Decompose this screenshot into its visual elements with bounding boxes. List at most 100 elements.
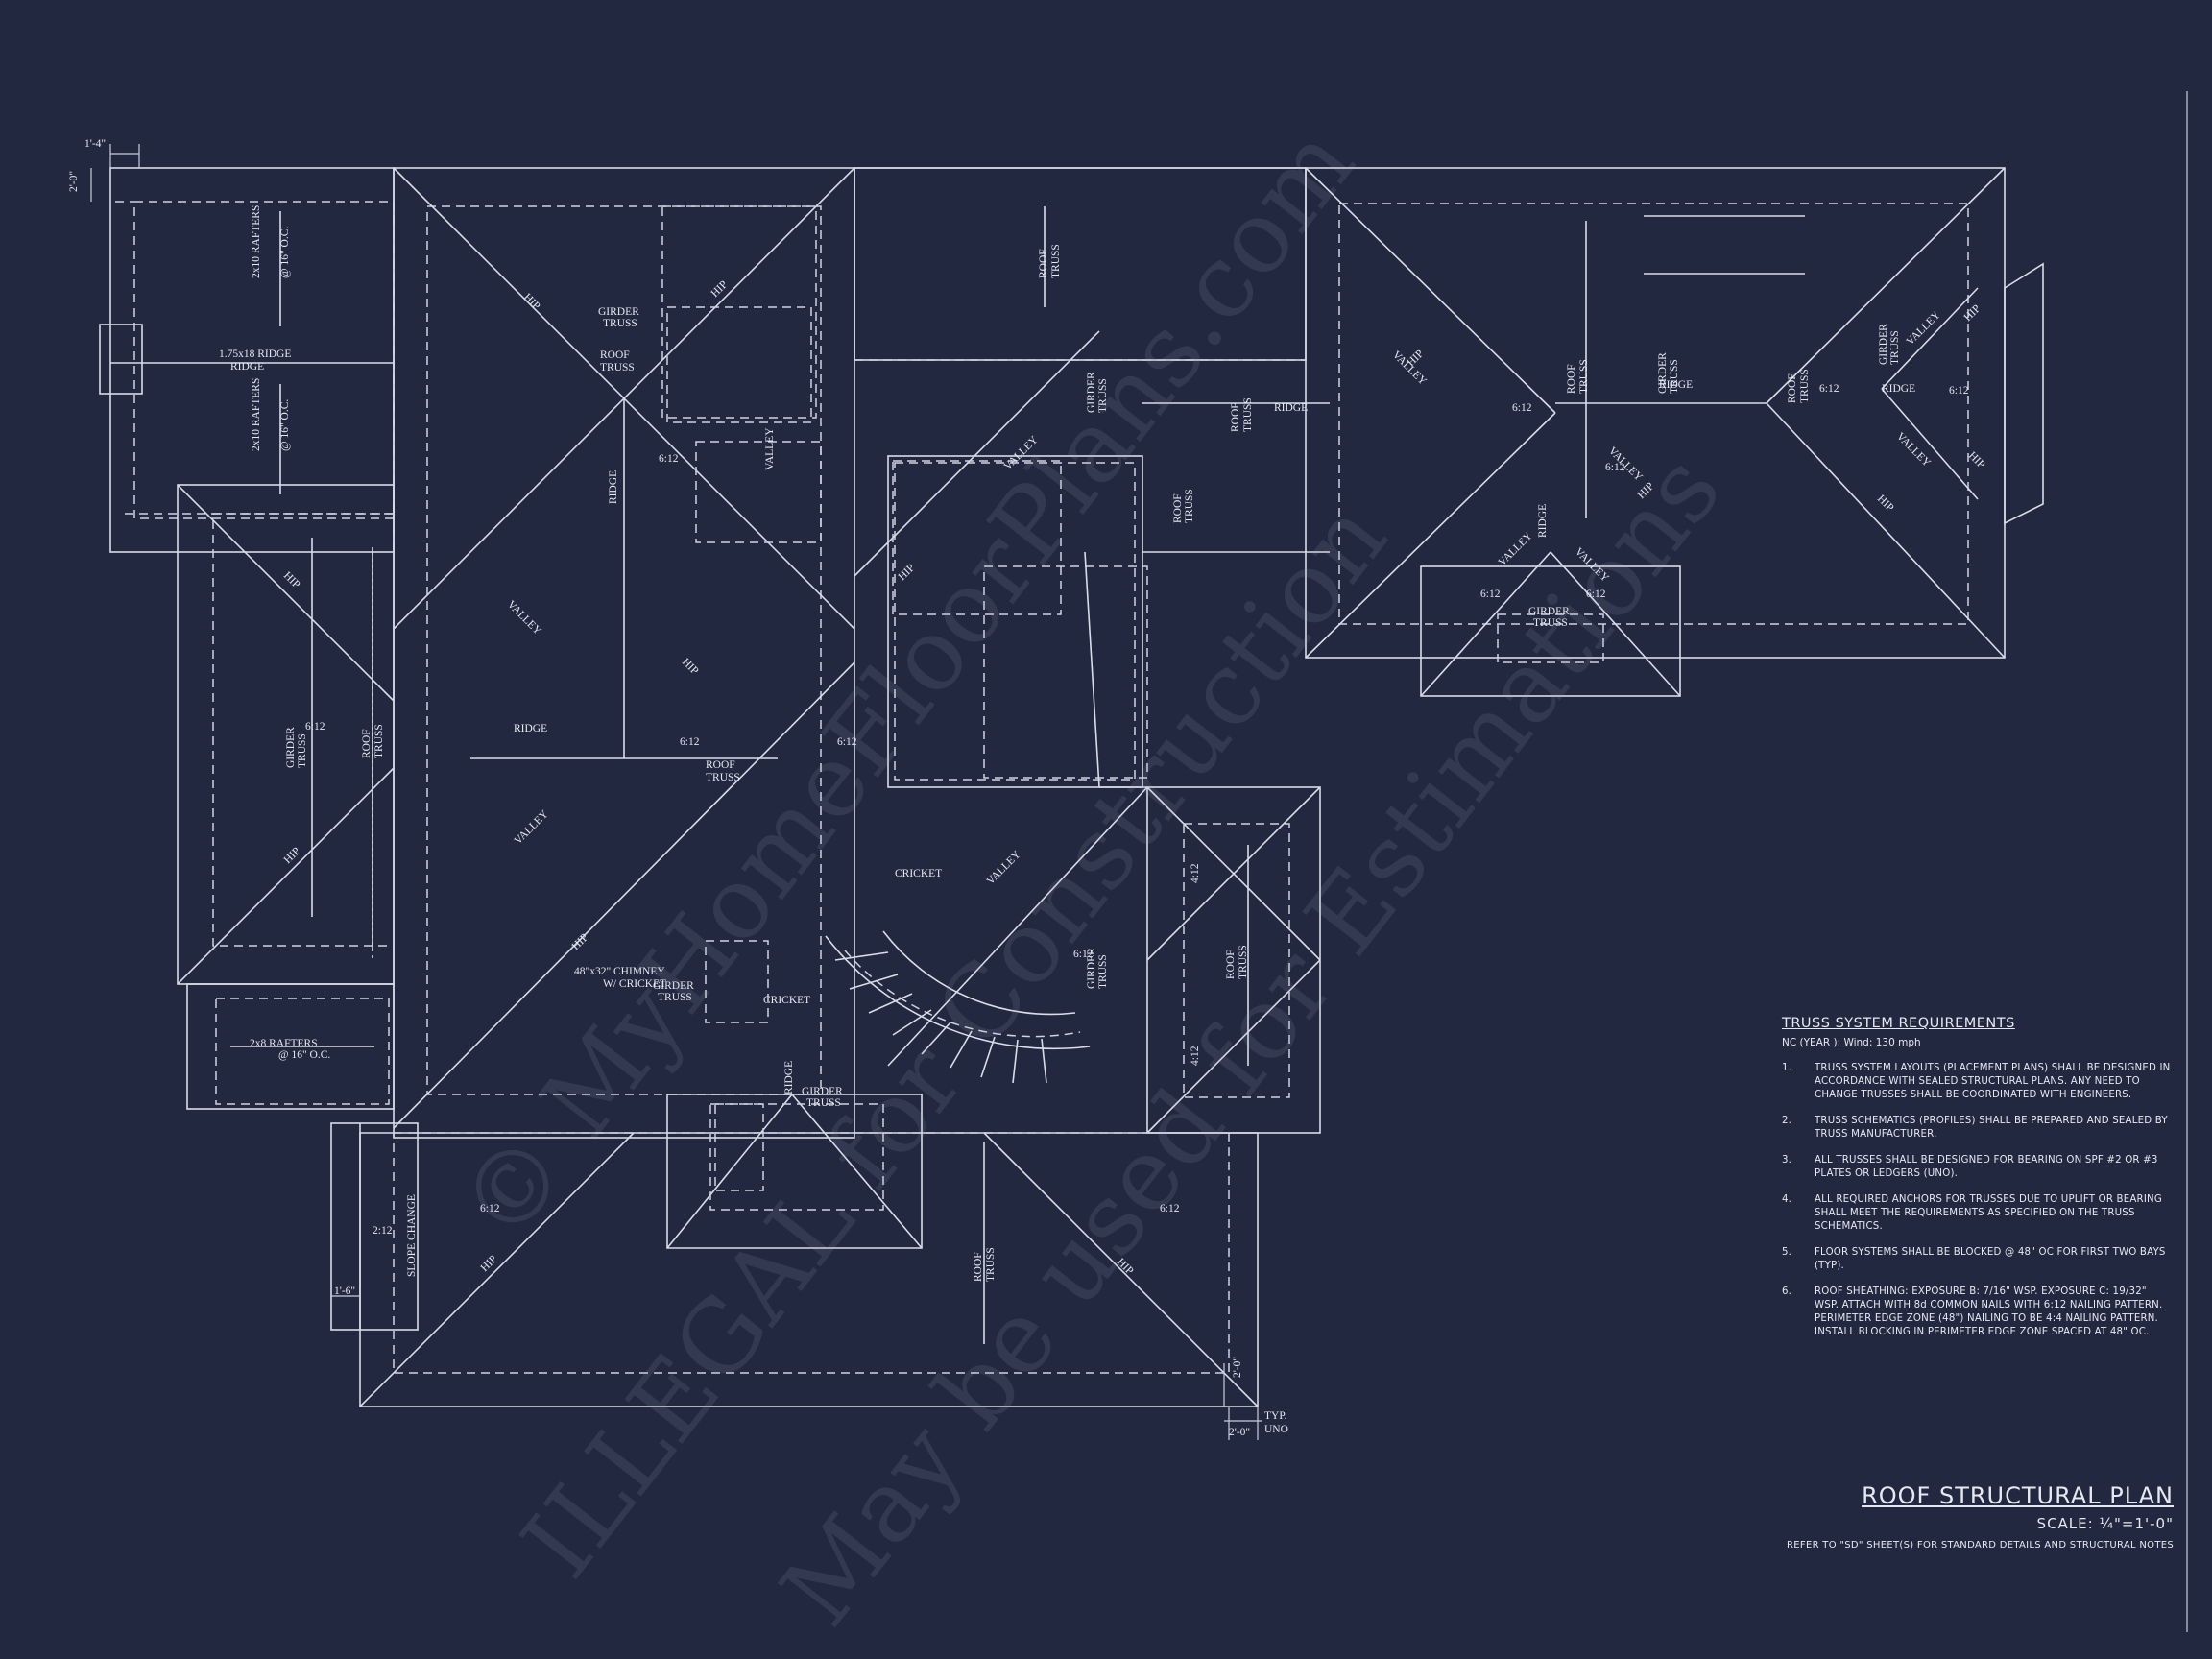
oc-label-1: @ 16" O.C. bbox=[279, 227, 291, 278]
pitch-label-5: 4:12 bbox=[1190, 863, 1201, 883]
girder-label-6a: GIRDER bbox=[802, 1086, 843, 1097]
roof-truss-label-9b: TRUSS bbox=[1578, 359, 1590, 394]
note-text: ROOF SHEATHING: EXPOSURE B: 7/16" WSP. E… bbox=[1815, 1286, 2163, 1337]
dim-label-3: 1'-6" bbox=[334, 1286, 355, 1297]
girder-label-8a: GIRDER bbox=[1528, 606, 1570, 617]
right-wing bbox=[1305, 167, 2044, 697]
pitch-label-7: 6:12 bbox=[1073, 949, 1094, 960]
valley-label-8: VALLEY bbox=[1497, 530, 1535, 568]
pitch-label-4: 6:12 bbox=[305, 721, 325, 733]
notes-subheading: NC (YEAR ): Wind: 130 mph bbox=[1782, 1037, 1921, 1048]
pitch-label-1: 6:12 bbox=[680, 736, 700, 748]
dim-label-top: 1'-4" bbox=[84, 138, 106, 150]
note-item: 5.FLOOR SYSTEMS SHALL BE BLOCKED @ 48" O… bbox=[1782, 1246, 2174, 1273]
roof-truss-label-5a: ROOF bbox=[1230, 402, 1241, 432]
oc-label-3: @ 16" O.C. bbox=[278, 1049, 330, 1061]
valley-label-3: VALLEY bbox=[1002, 434, 1041, 472]
note-item: 6.ROOF SHEATHING: EXPOSURE B: 7/16" WSP.… bbox=[1782, 1286, 2174, 1339]
sheet-reference: REFER TO "SD" SHEET(S) FOR STANDARD DETA… bbox=[1787, 1540, 2174, 1551]
interior-dashes bbox=[115, 201, 1062, 1191]
roof-truss-label-5b: TRUSS bbox=[1242, 397, 1254, 432]
truss-notes: TRUSS SYSTEM REQUIREMENTS NC (YEAR ): Wi… bbox=[1782, 1016, 2174, 1352]
roof-truss-label-6b: TRUSS bbox=[1184, 489, 1195, 523]
girder-label-3a: GIRDER bbox=[1086, 372, 1097, 413]
hip-label-4: HIP bbox=[570, 932, 591, 953]
girder-label-2a: GIRDER bbox=[285, 727, 297, 768]
girder-label-1a: GIRDER bbox=[598, 306, 639, 318]
pitch-label-9: 6:12 bbox=[1160, 1203, 1180, 1214]
hip-label-11: HIP bbox=[1636, 481, 1657, 502]
valley-label-1: VALLEY bbox=[505, 599, 543, 637]
hip-label-7: HIP bbox=[897, 563, 918, 584]
note-text: TRUSS SCHEMATICS (PROFILES) SHALL BE PRE… bbox=[1815, 1116, 2168, 1140]
note-text: ALL REQUIRED ANCHORS FOR TRUSSES DUE TO … bbox=[1815, 1194, 2162, 1232]
note-item: 2. TRUSS SCHEMATICS (PROFILES) SHALL BE P… bbox=[1782, 1115, 2174, 1142]
girder-label-2b: TRUSS bbox=[297, 733, 308, 768]
girder-label-4a: GIRDER bbox=[1086, 948, 1097, 989]
ridge-label-5: RIDGE bbox=[783, 1061, 795, 1094]
girder-label-3b: TRUSS bbox=[1097, 378, 1109, 413]
pitch-label-10: 2:12 bbox=[373, 1225, 393, 1237]
roof-truss-label-7a: ROOF bbox=[1225, 950, 1237, 979]
hip-label-3: HIP bbox=[680, 657, 701, 678]
left-lower-wing bbox=[177, 484, 395, 1110]
note-number: 4. bbox=[1782, 1194, 1792, 1205]
girder-label-5b: TRUSS bbox=[658, 992, 692, 1003]
pitch-label-12: 6:12 bbox=[1819, 383, 1839, 395]
pitch-label-6: 4:12 bbox=[1190, 1046, 1201, 1066]
pitch-label-11: 6:12 bbox=[1512, 402, 1532, 414]
typ-label: TYP. bbox=[1264, 1410, 1286, 1422]
ridge-label-7: RIDGE bbox=[1537, 504, 1549, 538]
cricket-label-1: CRICKET bbox=[895, 868, 942, 879]
hip-label-2: HIP bbox=[709, 279, 731, 301]
note-item: 4. ALL REQUIRED ANCHORS FOR TRUSSES DUE T… bbox=[1782, 1193, 2174, 1234]
note-number: 1. bbox=[1782, 1063, 1792, 1073]
girder-label-9b: TRUSS bbox=[1889, 330, 1901, 365]
valley-label-10: VALLEY bbox=[1905, 309, 1943, 348]
title-block: ROOF STRUCTURAL PLAN SCALE: ¼"=1'-0" REF… bbox=[1787, 1482, 2174, 1551]
roof-truss-label-1b: TRUSS bbox=[600, 362, 635, 373]
sheet-scale: SCALE: ¼"=1'-0" bbox=[2036, 1515, 2174, 1532]
note-number: 3. bbox=[1782, 1155, 1792, 1166]
roof-truss-label-1a: ROOF bbox=[600, 349, 630, 361]
hip-label-12: HIP bbox=[1962, 303, 1984, 325]
ridge-label-3: RIDGE bbox=[1274, 402, 1308, 414]
valley-label-9: VALLEY bbox=[1573, 546, 1611, 585]
left-top-wing bbox=[99, 167, 395, 553]
girder-label-1b: TRUSS bbox=[603, 318, 637, 329]
rafters-label-2: 2x10 RAFTERS bbox=[251, 378, 262, 451]
dim-label-5: 2'-0" bbox=[1229, 1427, 1250, 1438]
ridge-label-8: RIDGE bbox=[1882, 383, 1915, 395]
chimney-label-b: W/ CRICKET bbox=[603, 978, 666, 990]
valley-label-2: VALLEY bbox=[513, 808, 551, 847]
valley-label-5: VALLEY bbox=[985, 849, 1023, 887]
hip-label-14: HIP bbox=[1875, 493, 1896, 515]
roof-truss-label-2a: ROOF bbox=[706, 759, 735, 771]
pitch-label-15: 6:12 bbox=[1605, 462, 1625, 473]
girder-label-7b: TRUSS bbox=[1669, 359, 1680, 394]
rafters-label-1: 2x10 RAFTERS bbox=[251, 205, 262, 278]
note-text: ALL TRUSSES SHALL BE DESIGNED FOR BEARIN… bbox=[1815, 1155, 2158, 1179]
ridge-label-1: RIDGE bbox=[230, 361, 264, 373]
curved-stair bbox=[825, 930, 1091, 1084]
hip-label-13: HIP bbox=[1966, 450, 1987, 471]
notes-list: 1.TRUSS SYSTEM LAYOUTS (PLACEMENT PLANS)… bbox=[1782, 1062, 2174, 1339]
girder-label-7a: GIRDER bbox=[1657, 352, 1669, 394]
roof-truss-label-3a: ROOF bbox=[361, 729, 373, 758]
uno-label: UNO bbox=[1264, 1424, 1288, 1435]
valley-label-4: VALLEY bbox=[764, 427, 776, 470]
hip-label-9: HIP bbox=[1115, 1257, 1136, 1278]
dim-label-4: 2'-0" bbox=[1232, 1357, 1243, 1378]
roof-truss-label-8b: TRUSS bbox=[985, 1247, 997, 1282]
note-number: 2. bbox=[1782, 1116, 1792, 1126]
note-number: 5. bbox=[1782, 1247, 1792, 1258]
roof-truss-label-4b: TRUSS bbox=[1050, 244, 1062, 278]
cricket-label-2: CRICKET bbox=[763, 995, 810, 1006]
ridge-label-2: RIDGE bbox=[514, 723, 547, 734]
sheet-title: ROOF STRUCTURAL PLAN bbox=[1862, 1482, 2174, 1509]
pitch-label-8: 6:12 bbox=[480, 1203, 500, 1214]
roof-truss-label-6a: ROOF bbox=[1172, 493, 1184, 523]
slope-change-label: SLOPE CHANGE bbox=[406, 1194, 418, 1277]
